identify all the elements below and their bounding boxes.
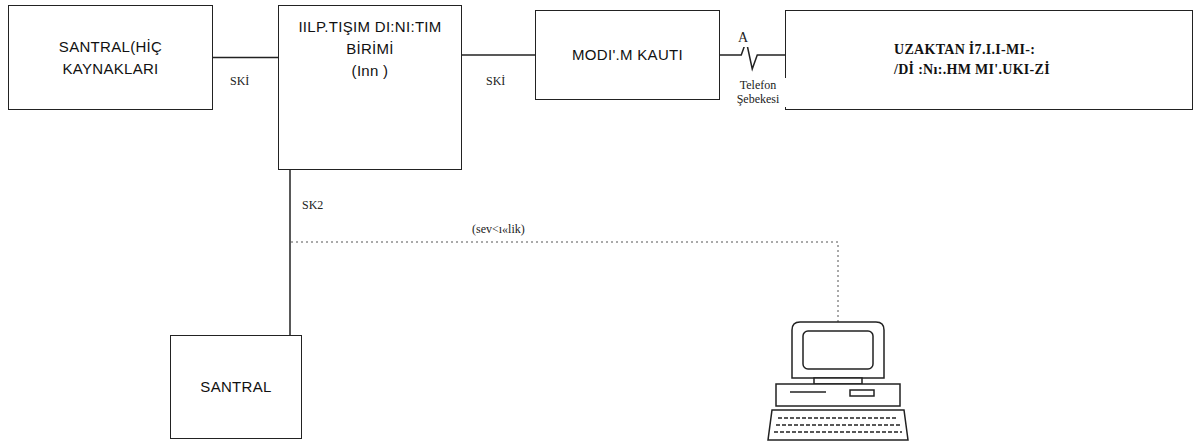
dotted-link [291,242,838,322]
box-text: (Inn ) [352,60,389,82]
edge-label: SKİ [228,74,251,88]
box-text: MODI'.M KAUTI [572,44,683,66]
computer-icon [768,322,908,440]
power-supply-box: SANTRAL(HİÇ KAYNAKLARI [8,5,213,110]
connector-line [289,170,291,335]
exchange-box: SANTRAL [170,335,302,439]
box-text: UZAKTAN İ7.I.I-MI-: /Dİ :Nı:.HM MI'.UKI-… [894,40,1054,81]
optional-link-label: (sev<ı«lik) [470,222,527,236]
edge-label: SKİ [484,74,507,88]
box-text: SANTRAL(HİÇ KAYNAKLARI [31,36,191,80]
signal-symbol-label: A [736,30,750,47]
box-text: SANTRAL [200,376,271,398]
connector-line [720,41,785,69]
control-unit-box: IILP.TIŞIM DI:NI:TIM BİRİMİ(Inn ) [278,5,462,170]
remote-center-box: UZAKTAN İ7.I.I-MI-: /Dİ :Nı:.HM MI'.UKI-… [785,10,1193,110]
connector-line [213,57,278,59]
edge-label: SK2 [300,198,325,212]
connector-line [462,54,535,56]
edge-label: Telefon Şebekesi [728,78,788,107]
modem-box: MODI'.M KAUTI [535,10,720,100]
box-text: IILP.TIŞIM DI:NI:TIM BİRİMİ [287,16,453,60]
